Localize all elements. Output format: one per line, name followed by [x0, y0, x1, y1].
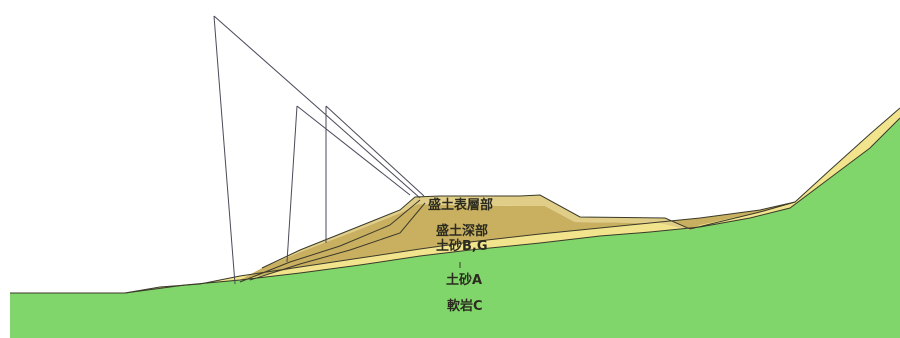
label-soft-rock-c: 軟岩C [447, 298, 483, 314]
label-embankment-surface: 盛土表層部 [428, 197, 493, 213]
slip-line-outer-top [213, 15, 421, 199]
internal-slip-line-1 [239, 199, 421, 283]
slip-failure-lines [213, 15, 425, 285]
rock-surface-outline [10, 117, 900, 294]
embankment-surface-layer [262, 195, 700, 268]
soft-rock-c-layer [10, 118, 900, 338]
layer-boundaries [10, 107, 900, 294]
slip-line-middle [286, 105, 298, 263]
label-embankment-deep: 盛土深部 [436, 223, 488, 239]
label-soil-a: 土砂A [446, 272, 482, 288]
slip-line-inner-top [325, 105, 425, 197]
slip-line-outer [213, 15, 236, 285]
label-soil-bg: 土砂B,G [436, 238, 488, 254]
slip-line-middle-top [296, 105, 411, 196]
internal-slip-line-2 [249, 202, 426, 281]
embankment-top-outline [261, 107, 900, 269]
